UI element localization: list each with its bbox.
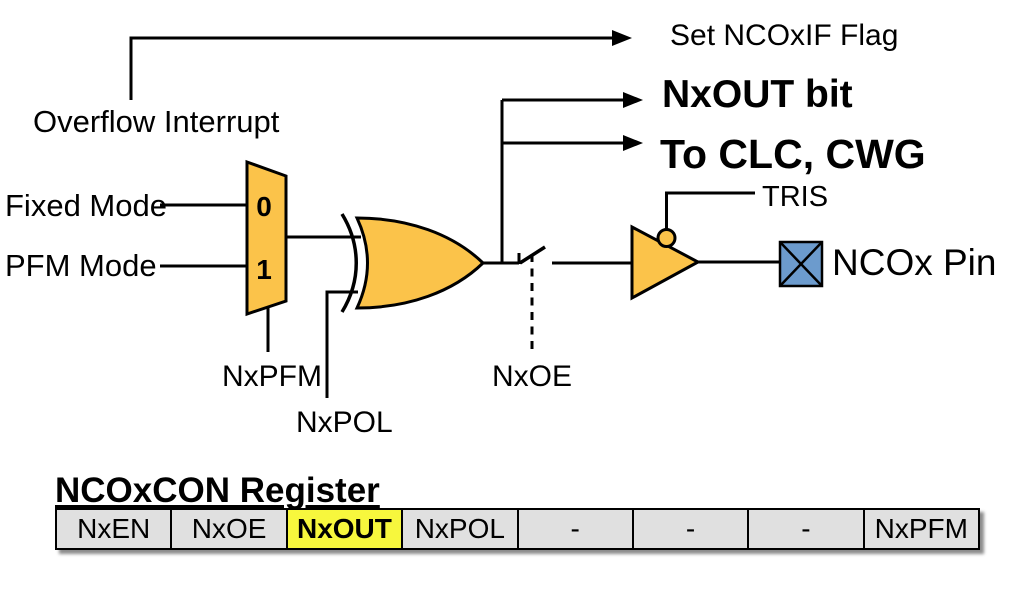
overflow-interrupt-wire <box>129 30 632 100</box>
nxoe-switch <box>517 245 546 351</box>
ncox-pin-label: NCOx Pin <box>832 242 997 283</box>
mux-shape <box>245 159 288 317</box>
tris-wire <box>665 191 755 230</box>
nxpol-label: NxPOL <box>296 406 393 439</box>
arrowhead-icon <box>612 30 632 46</box>
register-cell-nxpol: NxPOL <box>403 510 519 548</box>
register-cell-nxen: NxEN <box>57 510 173 548</box>
nxout-bit-label: NxOUT bit <box>662 73 853 116</box>
register-cell-unimplemented-1: - <box>518 510 634 548</box>
nxpol-wire <box>325 290 358 398</box>
mux-select-1-label: 1 <box>256 254 272 285</box>
nxout-bit-arrow <box>502 92 643 108</box>
set-ncoxif-flag-label: Set NCOxIF Flag <box>670 19 899 52</box>
tristate-bubble-icon <box>656 228 677 248</box>
fixed-mode-label: Fixed Mode <box>5 188 167 223</box>
register-cell-nxoe: NxOE <box>172 510 288 548</box>
output-buffer <box>630 191 755 301</box>
xor-gate <box>340 213 486 313</box>
ncoxcon-register-table: NxEN NxOE NxOUT NxPOL - - - NxPFM <box>55 508 980 550</box>
arrowhead-icon <box>623 92 643 108</box>
arrowhead-icon <box>623 135 643 151</box>
overflow-interrupt-label: Overflow Interrupt <box>33 104 280 139</box>
register-cell-unimplemented-3: - <box>749 510 865 548</box>
register-cell-nxpfm: NxPFM <box>864 510 978 548</box>
to-clc-cwg-arrow <box>502 135 643 151</box>
register-title: NCOxCON Register <box>55 471 380 510</box>
register-cell-unimplemented-2: - <box>633 510 750 548</box>
register-cell-nxout: NxOUT <box>287 510 404 548</box>
ncox-pin-icon <box>778 240 824 288</box>
mux-select-0-label: 0 <box>256 191 272 222</box>
to-clc-cwg-label: To CLC, CWG <box>660 131 926 177</box>
nxoe-label: NxOE <box>492 360 573 393</box>
nxpfm-label: NxPFM <box>222 360 322 393</box>
pfm-mode-label: PFM Mode <box>5 248 157 283</box>
tris-label: TRIS <box>762 181 829 213</box>
